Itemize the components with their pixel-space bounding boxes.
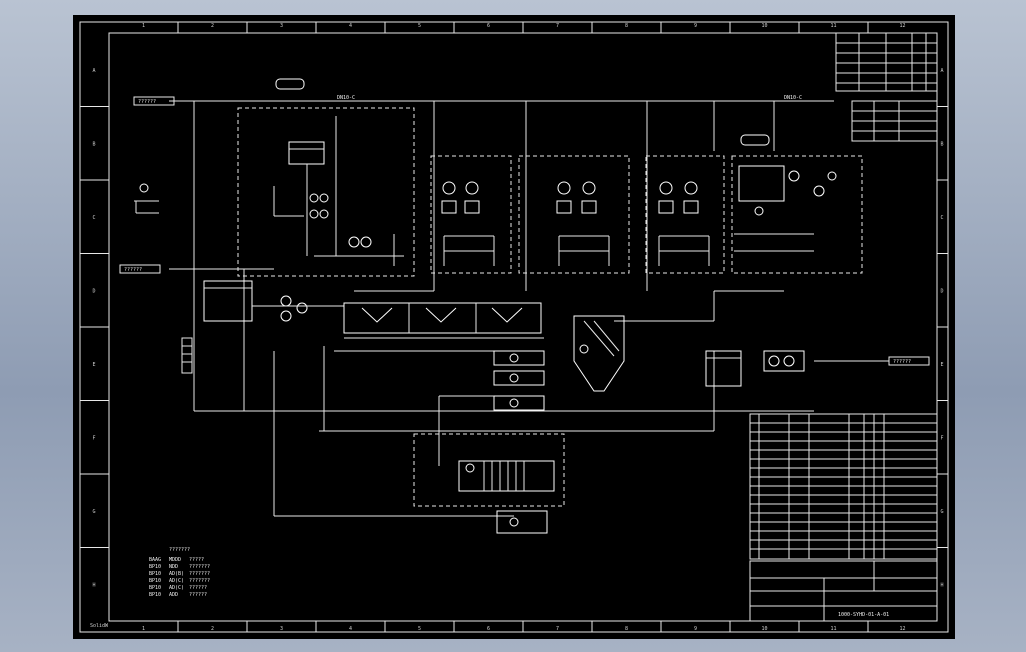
frame-number-top: 7 bbox=[556, 23, 559, 29]
legend-name: AD(C) bbox=[169, 585, 184, 591]
frame-letter-left: A bbox=[92, 68, 95, 74]
package-6 bbox=[413, 433, 565, 507]
frame-letter-right: B bbox=[940, 141, 943, 147]
revision-table bbox=[835, 32, 938, 92]
frame-letter-left: G bbox=[92, 509, 95, 515]
dosing-unit-4 bbox=[658, 181, 710, 266]
feed-label-2: ?????? bbox=[124, 267, 142, 273]
legend-code: BAAG bbox=[149, 557, 161, 563]
frame-number-bottom: 3 bbox=[280, 626, 283, 632]
frame-number-bottom: 5 bbox=[418, 626, 421, 632]
frame-letter-right: C bbox=[940, 215, 943, 221]
legend-code: BP10 bbox=[149, 592, 161, 598]
pump-station bbox=[438, 350, 545, 466]
frame-number-bottom: 7 bbox=[556, 626, 559, 632]
frame-letter-right: E bbox=[940, 362, 943, 368]
frame-letter-left: F bbox=[92, 435, 95, 441]
legend-name: ADD bbox=[169, 592, 178, 598]
frame-number-top: 6 bbox=[487, 23, 490, 29]
frame-number-bottom: 8 bbox=[625, 626, 628, 632]
dosing-unit-3 bbox=[556, 181, 610, 266]
frame-number-top: 4 bbox=[349, 23, 352, 29]
frame-number-top: 1 bbox=[142, 23, 145, 29]
package-3 bbox=[518, 155, 630, 274]
instrument-cluster-left bbox=[134, 183, 193, 374]
frame-letter-right: D bbox=[940, 288, 943, 294]
frame-number-bottom: 9 bbox=[694, 626, 697, 632]
frame-number-top: 8 bbox=[625, 23, 628, 29]
header-pipes bbox=[169, 100, 834, 517]
outlet-label: ?????? bbox=[893, 359, 911, 365]
frame-number-top: 9 bbox=[694, 23, 697, 29]
frame-number-bottom: 11 bbox=[830, 626, 836, 632]
legend-desc: ??????? bbox=[189, 564, 210, 570]
raw-water-tank bbox=[203, 280, 344, 322]
reactor-train bbox=[334, 302, 544, 352]
lamella-settler bbox=[573, 315, 625, 392]
legend-code: BP10 bbox=[149, 578, 161, 584]
dosing-unit-5 bbox=[734, 134, 837, 252]
line-tag-right: DN10-C bbox=[784, 95, 802, 101]
frame-number-bottom: 2 bbox=[211, 626, 214, 632]
legend-desc: ?????? bbox=[189, 592, 207, 598]
frame-number-bottom: 6 bbox=[487, 626, 490, 632]
dosing-unit-1 bbox=[273, 78, 404, 266]
legend-desc: ??????? bbox=[189, 571, 210, 577]
frame-letter-left: C bbox=[92, 215, 95, 221]
frame-number-top: 12 bbox=[899, 23, 905, 29]
legend-desc: ?????? bbox=[189, 585, 207, 591]
frame-letter-left: B bbox=[92, 141, 95, 147]
package-5 bbox=[731, 155, 863, 274]
filter-press bbox=[458, 460, 555, 534]
legend-name: MDDD bbox=[169, 557, 181, 563]
legend-code: BP10 bbox=[149, 564, 161, 570]
frame-number-top: 3 bbox=[280, 23, 283, 29]
frame-number-bottom: 12 bbox=[899, 626, 905, 632]
frame-letter-right: A bbox=[940, 68, 943, 74]
outlet: ?????? bbox=[814, 356, 930, 366]
package-4 bbox=[645, 155, 725, 274]
feed-inlet-2: ?????? bbox=[119, 264, 161, 274]
frame-number-top: 11 bbox=[830, 23, 836, 29]
feed-label-1: ?????? bbox=[138, 99, 156, 105]
frame-letter-right: G bbox=[940, 509, 943, 515]
feed-inlet-1: ?????? bbox=[133, 96, 175, 106]
legend-name: NDD bbox=[169, 564, 178, 570]
title-block: 1000-SYHD-01-A-01 bbox=[749, 560, 938, 622]
frame-number-top: 5 bbox=[418, 23, 421, 29]
corner-mark: SolidW bbox=[90, 623, 109, 629]
frame-letter-right: H bbox=[940, 582, 943, 588]
frame-number-top: 2 bbox=[211, 23, 214, 29]
line-tag-left: DN10-C bbox=[337, 95, 355, 101]
frame-number-bottom: 10 bbox=[761, 626, 767, 632]
legend-desc: ??????? bbox=[189, 578, 210, 584]
package-2 bbox=[430, 155, 512, 274]
notes-table bbox=[851, 100, 938, 142]
frame-letter-left: H bbox=[92, 582, 95, 588]
frame-number-top: 10 bbox=[761, 23, 767, 29]
dosing-unit-2 bbox=[441, 181, 495, 266]
legend-desc: ????? bbox=[189, 557, 204, 563]
drawing-number: 1000-SYHD-01-A-01 bbox=[838, 612, 889, 618]
product-tank bbox=[705, 350, 805, 387]
frame-letter-left: E bbox=[92, 362, 95, 368]
legend-title: ??????? bbox=[169, 547, 190, 553]
legend-name: AD(B) bbox=[169, 571, 184, 577]
frame-number-bottom: 4 bbox=[349, 626, 352, 632]
package-1 bbox=[237, 107, 415, 277]
legend-code: BP10 bbox=[149, 585, 161, 591]
legend-name: AD(C) bbox=[169, 578, 184, 584]
frame-number-bottom: 1 bbox=[142, 626, 145, 632]
legend-code: BP10 bbox=[149, 571, 161, 577]
frame-letter-right: F bbox=[940, 435, 943, 441]
frame-letter-left: D bbox=[92, 288, 95, 294]
equipment-list bbox=[749, 413, 938, 560]
